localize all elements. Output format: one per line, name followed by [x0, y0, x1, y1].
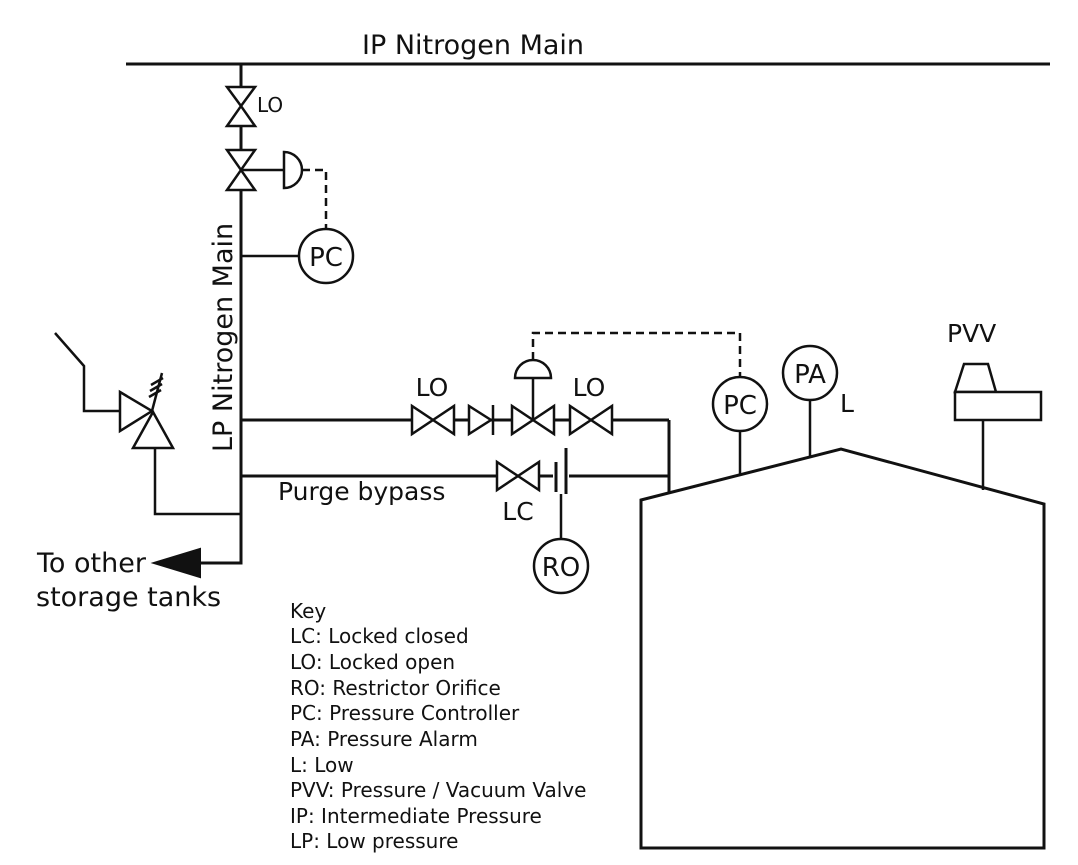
ro-text: RO	[542, 553, 581, 583]
relief-valve	[54, 332, 241, 516]
pvv-valve	[953, 362, 1043, 490]
alarm-low-label: L	[840, 389, 854, 418]
ro-instrument	[532, 537, 590, 595]
pressure-control-valve-top	[224, 148, 304, 192]
pa-tank-text: PA	[794, 360, 826, 390]
legend-item: LO: Locked open	[290, 650, 455, 674]
legend-item: PVV: Pressure / Vacuum Valve	[290, 778, 586, 802]
legend-item: IP: Intermediate Pressure	[290, 804, 542, 828]
signal-line-top	[302, 168, 328, 230]
legend-item: RO: Restrictor Orifice	[290, 676, 501, 700]
pc-tank-instrument	[711, 375, 769, 433]
purge-bypass-label: Purge bypass	[278, 477, 445, 506]
outlet-arrow	[150, 547, 201, 579]
pc-top-instrument	[297, 227, 355, 285]
storage-tank	[639, 447, 1046, 850]
lo-gate-valve-left	[410, 403, 456, 437]
lo-gate-valve-top	[224, 85, 258, 128]
legend: Key LC: Locked closed LO: Locked open RO…	[290, 599, 586, 853]
pc-tank-text: PC	[723, 391, 757, 421]
legend-title: Key	[290, 599, 326, 623]
control-valve-main	[510, 358, 556, 437]
legend-item: L: Low	[290, 753, 354, 777]
lo-top-label: LO	[257, 93, 283, 117]
outlet-line	[200, 514, 243, 565]
lp-nitrogen-main-label: LP Nitrogen Main	[208, 223, 239, 452]
lc-gate-valve	[495, 459, 541, 493]
ip-nitrogen-main-label: IP Nitrogen Main	[362, 30, 584, 61]
to-other-label-2: storage tanks	[36, 582, 221, 613]
restrictor-orifice	[553, 448, 569, 545]
lc-label: LC	[502, 497, 533, 526]
signal-line-main	[531, 331, 742, 380]
pvv-label: PVV	[947, 319, 996, 348]
pa-tank-instrument	[781, 344, 839, 402]
legend-item: LC: Locked closed	[290, 624, 469, 648]
lo-right-label: LO	[573, 373, 606, 402]
legend-item: PA: Pressure Alarm	[290, 727, 478, 751]
check-valve	[467, 403, 495, 437]
lo-left-label: LO	[416, 373, 449, 402]
pc-top-text: PC	[309, 243, 343, 273]
legend-item: LP: Low pressure	[290, 829, 458, 853]
to-other-label-1: To other	[36, 548, 147, 579]
lo-gate-valve-right	[568, 403, 614, 437]
legend-item: PC: Pressure Controller	[290, 701, 520, 725]
